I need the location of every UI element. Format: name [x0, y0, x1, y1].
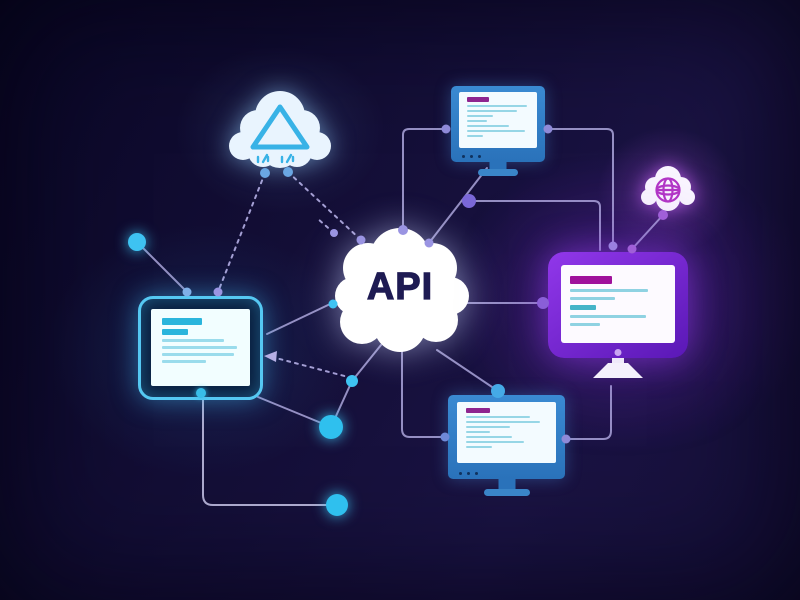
globe-icon — [655, 177, 681, 203]
connector-node — [658, 210, 668, 220]
screen-content — [162, 318, 250, 363]
tablet-screen — [151, 309, 250, 386]
connector-node — [283, 167, 293, 177]
monitor-screen — [457, 402, 556, 463]
monitor-stand-base — [478, 169, 518, 176]
screen-content — [570, 276, 675, 326]
connector-node — [260, 168, 270, 178]
arrow-icon — [264, 351, 277, 362]
frame-dot — [614, 349, 622, 356]
connector-line — [402, 128, 447, 231]
tablet-left — [138, 296, 263, 400]
connector-line — [428, 167, 488, 244]
connector-node — [346, 375, 358, 387]
screen-content — [467, 97, 537, 137]
connector-line — [266, 295, 348, 335]
monitor-stand — [489, 162, 507, 170]
connector-line-dashed — [317, 218, 335, 234]
monitor-screen — [561, 265, 675, 343]
connector-node — [128, 233, 146, 251]
monitor-stand — [612, 358, 624, 364]
connector-line — [401, 229, 446, 438]
monitor-stand — [498, 479, 515, 490]
bezel-buttons — [459, 472, 478, 475]
connector-line — [631, 214, 664, 250]
monitor-bottom — [448, 395, 565, 496]
connector-node — [424, 238, 434, 248]
connector-node — [326, 494, 348, 516]
triangle-icon — [250, 104, 310, 150]
connector-node — [319, 415, 343, 439]
connector-line-dashed — [217, 172, 266, 293]
connector-node — [356, 235, 366, 245]
connector-line — [547, 128, 614, 247]
connector-node — [330, 229, 338, 237]
cloud-globe-icon — [641, 166, 695, 211]
connector-line — [202, 391, 338, 506]
connector-line — [565, 385, 612, 440]
monitor-stand-base — [483, 489, 530, 496]
monitor-top — [451, 86, 545, 176]
monitor-stand-base — [593, 363, 643, 378]
bezel-buttons — [462, 155, 481, 158]
connector-node — [608, 241, 618, 251]
monitor-right — [548, 252, 688, 378]
cloud-triangle-upload-icon — [229, 91, 331, 168]
monitor-screen — [459, 92, 537, 148]
connector-node — [441, 124, 451, 134]
connector-line-dashed — [271, 356, 353, 379]
connector-line — [136, 241, 188, 293]
glyph-marks-icon — [256, 153, 295, 164]
connector-line — [257, 396, 332, 428]
connector-line — [330, 344, 382, 428]
connector-node — [328, 299, 338, 309]
connector-node — [462, 194, 476, 208]
home-button — [195, 388, 206, 398]
connector-line — [436, 349, 499, 392]
api-label: API — [366, 265, 434, 308]
connector-line — [468, 200, 601, 251]
connector-node — [398, 225, 408, 235]
screen-content — [466, 408, 556, 448]
connector-line-dashed — [287, 171, 362, 241]
